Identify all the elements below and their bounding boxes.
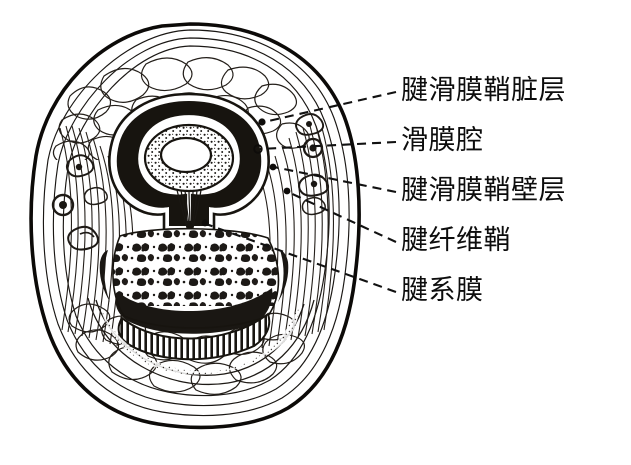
- label-visceral-layer: 腱滑膜鞘脏层: [401, 75, 566, 106]
- leader-line-synovial-cavity: [259, 140, 397, 151]
- leader-line-visceral-layer: [263, 90, 397, 124]
- illustration-body: [31, 24, 360, 428]
- leader-lines: [205, 90, 397, 293]
- leader-line-fibrous-sheath: [287, 191, 397, 243]
- leader-line-mesotendon: [205, 223, 397, 293]
- bone-cortical-shell: [115, 288, 273, 334]
- leader-dot-fibrous-sheath: [283, 187, 291, 195]
- accent-left: [99, 250, 110, 302]
- vessels-left: [51, 154, 108, 251]
- outer-contour: [29, 22, 361, 430]
- mesotendon-attachment-point: [186, 222, 194, 230]
- accent-right: [278, 250, 289, 302]
- leader-dot-mesotendon: [201, 219, 209, 227]
- bone-trabeculae: [112, 228, 279, 306]
- tendon-core: [159, 136, 213, 174]
- leader-dot-parietal-layer: [269, 163, 277, 171]
- label-synovial-cavity: 滑膜腔: [401, 125, 484, 156]
- label-fibrous-sheath: 腱纤维鞘: [401, 225, 511, 256]
- leader-line-parietal-layer: [273, 165, 397, 194]
- periosteum-band: [117, 312, 271, 361]
- label-parietal-layer: 腱滑膜鞘壁层: [401, 175, 566, 206]
- leader-dot-synovial-cavity: [253, 144, 263, 154]
- label-mesotendon: 腱系膜: [401, 275, 484, 306]
- leader-endpoints: [201, 118, 291, 227]
- leader-dot-visceral-layer: [258, 118, 266, 126]
